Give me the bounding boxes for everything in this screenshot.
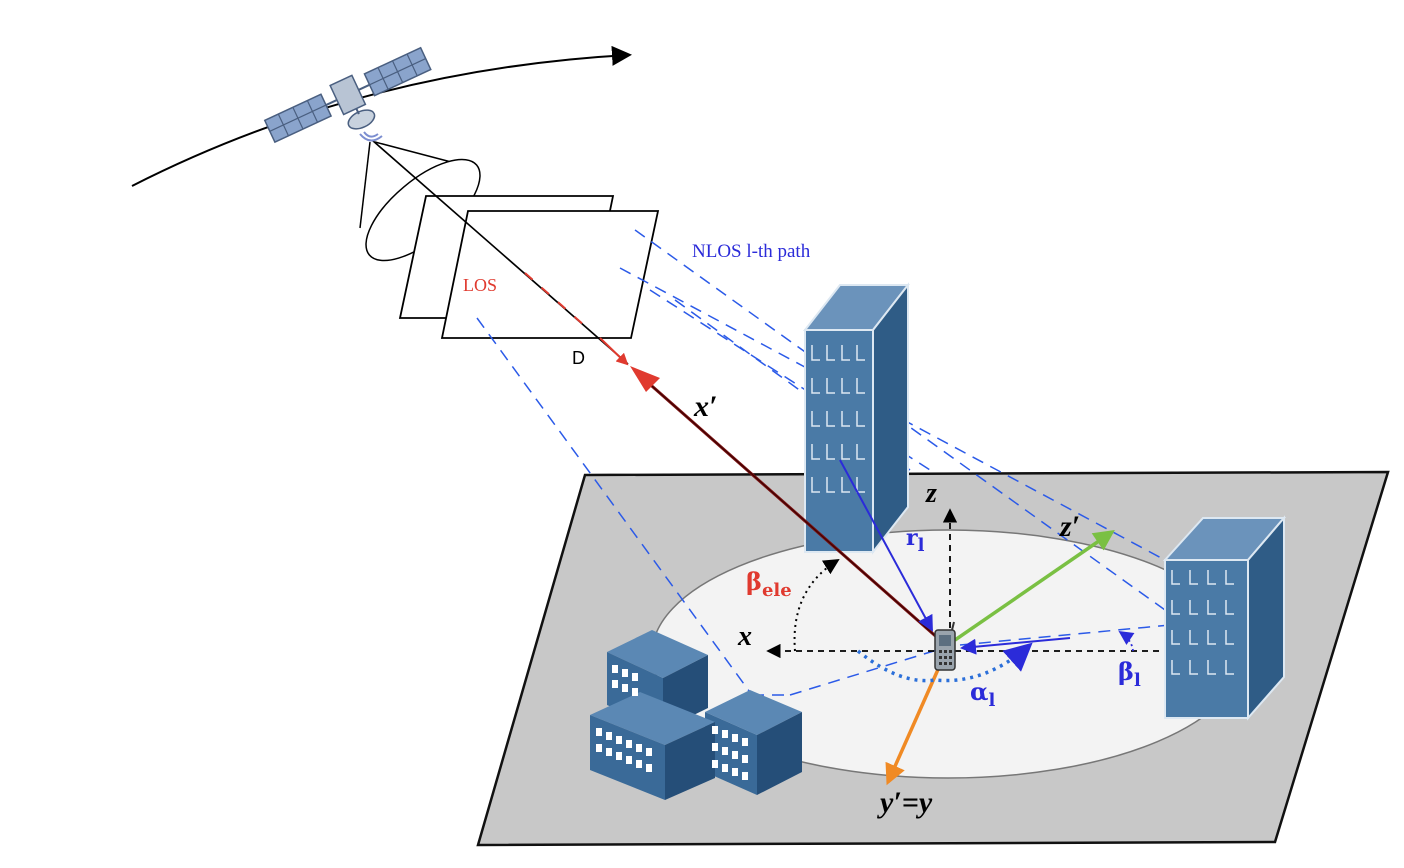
beta-l-label: βl	[1118, 657, 1141, 691]
x-label: x	[737, 621, 752, 652]
beta-ele-arc	[793, 558, 840, 652]
tall-building	[802, 282, 911, 555]
los-dash	[524, 272, 586, 327]
z-prime-axis	[954, 530, 1115, 642]
d-label: D	[572, 348, 585, 368]
los-arrow-d	[599, 337, 629, 366]
y-prime-eq-y-label: y′=y	[877, 786, 933, 819]
x-prime-arrowhead	[630, 366, 660, 392]
los-label: LOS	[463, 275, 497, 295]
z-prime-label: z′	[1059, 510, 1080, 543]
x-prime-axis-highlight	[635, 371, 941, 641]
z-label: z	[925, 478, 937, 509]
building-cluster	[590, 630, 802, 800]
satellite-signal-icon	[359, 131, 383, 142]
alpha-l-label: αl	[970, 677, 995, 711]
x-prime-label: x′	[693, 390, 717, 423]
beta-l-arc	[1118, 631, 1135, 652]
satellite-icon	[263, 46, 432, 144]
r-l-ray	[839, 459, 933, 632]
nlos-path-label: NLOS l-th path	[692, 241, 811, 262]
beam-plane-front	[440, 210, 660, 339]
right-building	[1162, 515, 1287, 721]
user-equipment-icon	[934, 621, 956, 671]
orbit-arc	[131, 45, 632, 187]
los-line-upper	[371, 139, 629, 365]
r-l-label: rl	[906, 525, 925, 556]
beta-ele-label: βele	[746, 567, 792, 601]
y-prime-axis	[885, 664, 942, 786]
